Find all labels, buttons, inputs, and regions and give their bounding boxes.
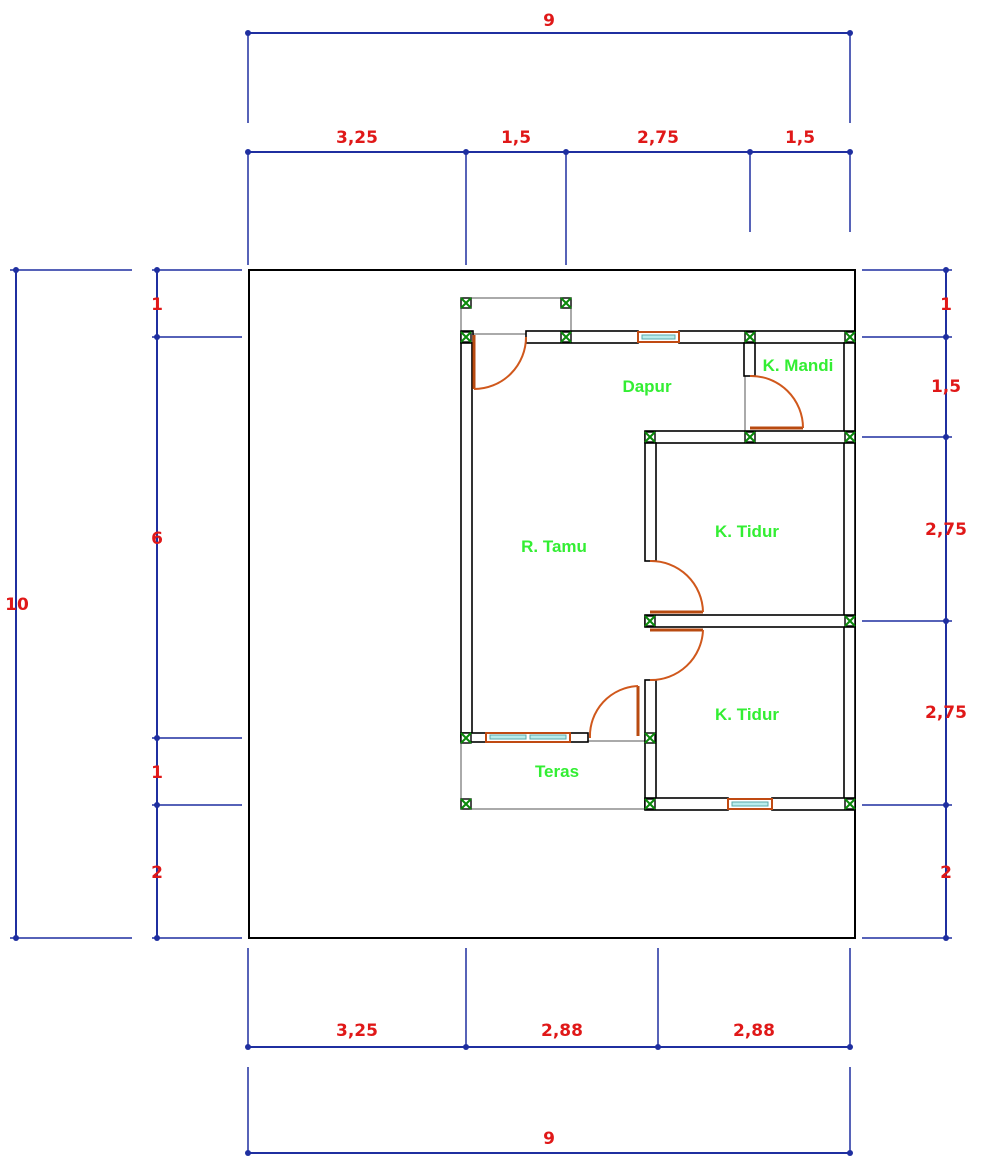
column-15 — [644, 798, 656, 810]
dim-right-1: 1 — [940, 295, 952, 315]
door-bedroom1-swing — [649, 559, 704, 613]
door-entrance-swing — [473, 336, 527, 390]
dim-bottom-total: 9 — [543, 1129, 555, 1149]
column-6 — [844, 331, 856, 343]
door-bedroom2-swing — [649, 629, 704, 682]
entrance-canopy — [460, 297, 572, 335]
column-5 — [744, 331, 756, 343]
dim-left-total: 10 — [5, 595, 29, 615]
column-9 — [844, 431, 856, 443]
wall-inner-upper — [644, 442, 657, 562]
columns — [460, 297, 856, 810]
room-label-bathroom: K. Mandi — [763, 356, 834, 375]
window-living-glass-1 — [489, 734, 527, 740]
column-10 — [644, 615, 656, 627]
dim-left-1: 1 — [151, 295, 163, 315]
column-12 — [460, 732, 472, 744]
column-1 — [460, 297, 472, 309]
dimension-labels: 9 3,25 1,5 2,75 1,5 3,25 2,88 2,88 9 10 … — [5, 11, 967, 1149]
wall-bath-left-top — [743, 342, 756, 377]
dim-right-2: 1,5 — [931, 377, 961, 397]
column-2 — [560, 297, 572, 309]
dim-top-3: 2,75 — [637, 128, 679, 148]
dim-bottom-2: 2,88 — [541, 1021, 583, 1041]
extension-lines — [10, 35, 952, 1153]
wall-right — [843, 342, 856, 810]
column-13 — [644, 732, 656, 744]
dim-left-4: 2 — [151, 863, 163, 883]
room-label-bedroom-2: K. Tidur — [715, 705, 779, 724]
dimension-lines — [15, 32, 947, 1154]
wall-left — [460, 342, 473, 738]
column-7 — [644, 431, 656, 443]
wall-bottom-2 — [771, 797, 856, 811]
room-labels: Dapur K. Mandi R. Tamu K. Tidur K. Tidur… — [521, 356, 833, 781]
dim-left-2: 6 — [151, 529, 163, 549]
room-label-living: R. Tamu — [521, 537, 587, 556]
column-16 — [844, 798, 856, 810]
dim-top-total: 9 — [543, 11, 555, 31]
column-8 — [744, 431, 756, 443]
dim-bottom-3: 2,88 — [733, 1021, 775, 1041]
dim-top-2: 1,5 — [501, 128, 531, 148]
column-4 — [560, 331, 572, 343]
dim-top-4: 1,5 — [785, 128, 815, 148]
column-11 — [844, 615, 856, 627]
room-label-kitchen: Dapur — [622, 377, 672, 396]
wall-top-2 — [678, 330, 856, 344]
door-terrace-swing — [588, 685, 639, 739]
room-label-bedroom-1: K. Tidur — [715, 522, 779, 541]
windows — [485, 331, 773, 810]
dim-left-3: 1 — [151, 763, 163, 783]
dim-right-3: 2,75 — [925, 520, 967, 540]
window-kitchen-glass — [641, 334, 676, 340]
wall-top-1 — [525, 330, 639, 344]
room-label-terrace: Teras — [535, 762, 579, 781]
dim-bottom-1: 3,25 — [336, 1021, 378, 1041]
dimension-ticks — [13, 30, 949, 1156]
wall-bottom-1 — [644, 797, 729, 811]
dim-top-1: 3,25 — [336, 128, 378, 148]
column-3 — [460, 331, 472, 343]
door-bathroom-swing — [749, 374, 804, 429]
dim-right-5: 2 — [940, 863, 952, 883]
column-14 — [460, 798, 472, 810]
window-bedroom2-glass — [731, 801, 769, 807]
window-living-glass-2 — [529, 734, 567, 740]
wall-inner-lower — [644, 679, 657, 810]
doors — [472, 335, 804, 739]
dim-right-4: 2,75 — [925, 703, 967, 723]
wall-bedroom-divider — [644, 614, 856, 628]
window-living-frame — [485, 732, 571, 743]
wall-living-bottom-right — [569, 732, 589, 743]
